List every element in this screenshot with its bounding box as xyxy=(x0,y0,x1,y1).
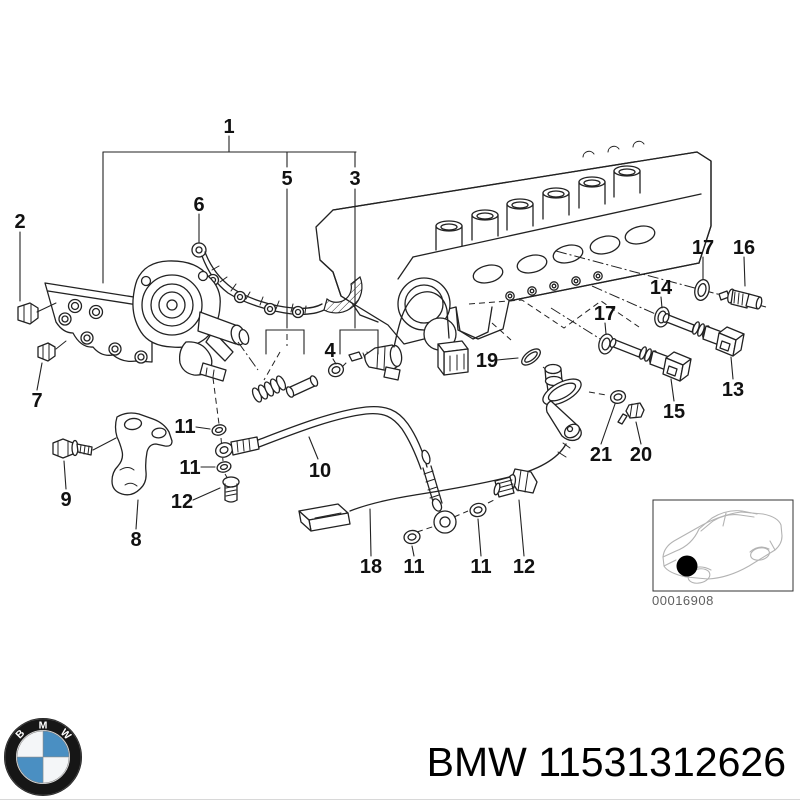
callout-5: 5 xyxy=(281,168,292,190)
callout-11a: 11 xyxy=(174,416,195,438)
callout-labels: 1 2 5 3 6 4 7 17 16 14 17 19 13 15 21 20… xyxy=(14,116,755,578)
fit-line-zigzag xyxy=(468,299,640,329)
callout-7: 7 xyxy=(31,390,42,412)
callout-14: 14 xyxy=(650,277,673,299)
leader-lines xyxy=(19,135,746,557)
head-bolt-holes xyxy=(505,271,603,301)
callout-20: 20 xyxy=(630,444,652,466)
callout-1: 1 xyxy=(223,116,234,138)
washer-11-upper xyxy=(211,424,227,436)
sealing-plug-2 xyxy=(17,302,57,325)
logo-quadrant-top-left xyxy=(16,730,44,758)
logo-quadrant-bottom-right xyxy=(42,756,70,784)
bolt-12-mid xyxy=(222,476,240,503)
callout-12b: 12 xyxy=(513,556,535,578)
callout-21: 21 xyxy=(590,444,612,466)
profile-gasket xyxy=(191,242,363,319)
temperature-sensor-13 xyxy=(662,313,745,357)
callout-17b: 17 xyxy=(594,303,616,325)
callout-11d: 11 xyxy=(470,556,491,578)
part-number-text: BMW 11531312626 xyxy=(427,739,786,785)
callout-18: 18 xyxy=(360,556,382,578)
callout-6: 6 xyxy=(193,194,204,216)
washer-11-lower-right xyxy=(469,502,487,518)
support-bracket-8 xyxy=(111,412,173,496)
o-ring-19 xyxy=(521,348,541,366)
actuator-axis xyxy=(237,341,259,371)
spring-axis xyxy=(263,334,288,381)
logo-quadrant-top-right xyxy=(42,730,70,758)
screw-plug-7 xyxy=(37,340,67,362)
solenoid-harness xyxy=(393,291,469,376)
location-dot xyxy=(676,555,698,577)
car-thumbnail: 00016908 xyxy=(652,499,794,608)
cylinder-head xyxy=(315,140,712,351)
callout-19: 19 xyxy=(476,350,498,372)
o-ring-21 xyxy=(588,390,627,404)
sensor-bolt-20 xyxy=(617,402,645,425)
thumbnail-frame xyxy=(652,499,794,592)
temperature-sensor-15 xyxy=(609,338,692,382)
callout-17a: 17 xyxy=(692,237,714,259)
banjo-bolt-12-lower xyxy=(493,468,538,498)
callout-13: 13 xyxy=(722,379,744,401)
callout-15: 15 xyxy=(663,401,685,423)
bolt-9 xyxy=(52,437,117,459)
callout-12a: 12 xyxy=(171,491,193,513)
callout-8: 8 xyxy=(130,529,141,551)
diagram-id: 00016908 xyxy=(652,593,714,608)
callout-10: 10 xyxy=(309,460,331,482)
vanos-adjustment-unit xyxy=(132,260,250,382)
logo-letter-m: M xyxy=(39,720,48,732)
cam-bearing-towers xyxy=(435,165,641,251)
callout-11c: 11 xyxy=(403,556,424,578)
sensor-install-axis xyxy=(491,322,549,372)
callout-2: 2 xyxy=(14,211,25,233)
logo-quadrant-bottom-left xyxy=(16,756,44,784)
head-ports xyxy=(472,225,656,284)
callout-3: 3 xyxy=(349,168,360,190)
vanos-solenoid-valve xyxy=(341,344,403,381)
bmw-logo: B M W xyxy=(4,718,82,796)
callout-9: 9 xyxy=(60,489,71,511)
banjo-axis xyxy=(416,498,497,533)
vanos-mounting-plate xyxy=(44,282,153,364)
callout-11b: 11 xyxy=(179,457,200,479)
o-ring-4 xyxy=(327,362,345,378)
oil-pipe-10 xyxy=(215,405,457,534)
washer-11-mid xyxy=(216,461,232,473)
callout-16: 16 xyxy=(733,237,755,259)
o-ring-17-upper xyxy=(694,279,710,301)
washer-11-lower-left xyxy=(403,529,421,545)
callout-4: 4 xyxy=(324,340,336,362)
temperature-sensor-16 xyxy=(718,288,763,310)
compression-spring xyxy=(251,375,287,403)
sensor-cable-18 xyxy=(298,442,571,532)
valve-piston xyxy=(285,375,319,398)
camshaft-position-sensor xyxy=(542,363,582,442)
